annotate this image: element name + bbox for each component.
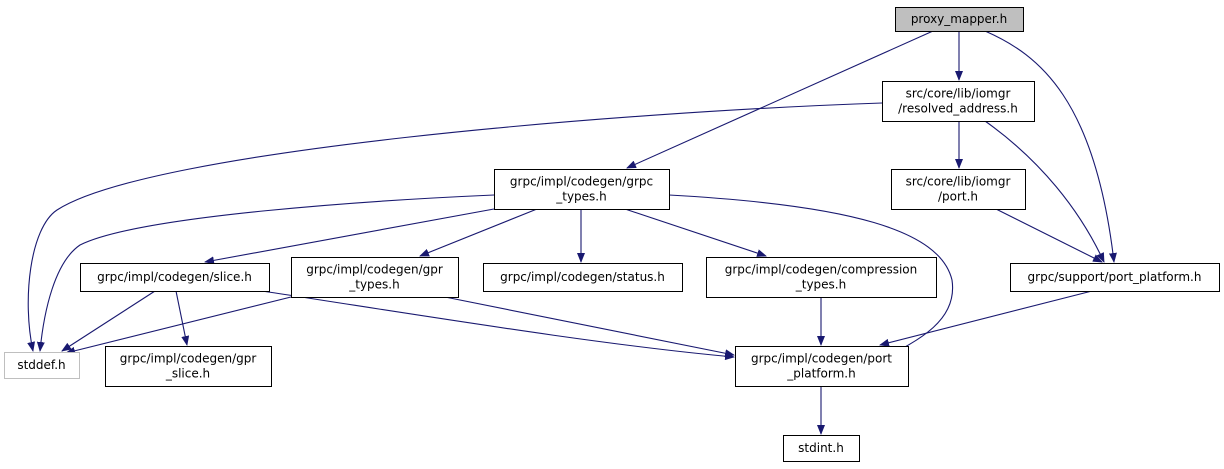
edge-proxy_mapper-to-support_port_platform xyxy=(984,30,1117,263)
node-label-line: grpc/impl/codegen/gpr xyxy=(306,263,443,277)
node-support-port-platform[interactable]: grpc/support/port_platform.h xyxy=(1010,263,1220,292)
node-label-line: grpc/support/port_platform.h xyxy=(1028,270,1202,284)
node-label-line: _platform.h xyxy=(786,367,855,381)
nodes-layer: proxy_mapper.h src/core/lib/iomgr/resolve… xyxy=(4,7,1220,462)
node-label-line: grpc/impl/codegen/status.h xyxy=(500,270,665,284)
node-box xyxy=(891,169,1026,210)
node-stdint[interactable]: stdint.h xyxy=(783,435,860,462)
node-label-line: _types.h xyxy=(555,190,606,204)
node-box xyxy=(291,257,459,298)
node-label-line: proxy_mapper.h xyxy=(911,12,1007,26)
node-box xyxy=(80,263,270,292)
node-label-line: src/core/lib/iomgr xyxy=(906,87,1011,101)
node-status[interactable]: grpc/impl/codegen/status.h xyxy=(483,263,683,292)
node-label-line: grpc/impl/codegen/grpc xyxy=(510,175,653,189)
node-box xyxy=(895,7,1024,32)
node-grpc-types[interactable]: grpc/impl/codegen/grpc_types.h xyxy=(494,169,670,210)
node-box xyxy=(783,435,860,462)
edge-grpc_types-to-codegen_port_platform xyxy=(668,194,954,361)
node-label-line: src/core/lib/iomgr xyxy=(906,175,1011,189)
node-label-line: _types.h xyxy=(348,278,399,292)
edge-grpc_types-to-compression_types xyxy=(624,208,767,257)
node-box xyxy=(735,346,909,387)
edge-grpc_types-to-slice xyxy=(204,208,495,265)
node-label-line: stddef.h xyxy=(17,358,65,372)
edge-slice-to-codegen_port_platform xyxy=(261,290,735,361)
node-iomgr-port[interactable]: src/core/lib/iomgr/port.h xyxy=(891,169,1026,210)
node-label-line: /port.h xyxy=(938,190,978,204)
node-resolved-address[interactable]: src/core/lib/iomgr/resolved_address.h xyxy=(882,81,1035,122)
node-label-line: _types.h xyxy=(795,278,846,292)
node-label-line: stdint.h xyxy=(798,441,844,455)
node-compression-types[interactable]: grpc/impl/codegen/compression_types.h xyxy=(706,257,937,298)
node-label-line: /resolved_address.h xyxy=(898,102,1018,116)
node-box xyxy=(105,346,272,387)
node-label-line: _slice.h xyxy=(165,367,210,381)
node-gpr-slice[interactable]: grpc/impl/codegen/gpr_slice.h xyxy=(105,346,272,387)
node-box xyxy=(494,169,670,210)
edge-slice-to-gpr_slice xyxy=(175,290,190,346)
edges-layer xyxy=(27,30,1117,435)
node-proxy-mapper[interactable]: proxy_mapper.h xyxy=(895,7,1024,32)
node-label-line: grpc/impl/codegen/gpr xyxy=(120,352,257,366)
node-box xyxy=(706,257,937,298)
edge-resolved_address-to-support_port_platform xyxy=(984,120,1105,263)
node-label-line: grpc/impl/codegen/slice.h xyxy=(97,270,252,284)
edge-grpc_types-to-gpr_types xyxy=(419,208,538,257)
edge-proxy_mapper-to-grpc_types xyxy=(626,30,934,169)
node-label-line: grpc/impl/codegen/compression xyxy=(725,263,918,277)
node-box xyxy=(1010,263,1220,292)
node-codegen-port-platform[interactable]: grpc/impl/codegen/port_platform.h xyxy=(735,346,909,387)
edge-iomgr_port-to-support_port_platform xyxy=(995,208,1103,263)
edge-gpr_types-to-codegen_port_platform xyxy=(444,296,735,358)
node-box xyxy=(882,81,1035,122)
edge-grpc_types-to-stddef xyxy=(36,194,495,352)
edge-slice-to-stddef xyxy=(61,290,156,352)
node-box xyxy=(4,352,80,379)
node-box xyxy=(483,263,683,292)
node-slice[interactable]: grpc/impl/codegen/slice.h xyxy=(80,263,270,292)
edge-resolved_address-to-stddef xyxy=(27,102,883,352)
edge-gpr_types-to-stddef xyxy=(65,296,292,355)
node-label-line: grpc/impl/codegen/port xyxy=(751,352,892,366)
node-stddef[interactable]: stddef.h xyxy=(4,352,80,379)
edge-support_port_platform-to-codegen_port_platform xyxy=(879,290,1093,347)
node-gpr-types[interactable]: grpc/impl/codegen/gpr_types.h xyxy=(291,257,459,298)
